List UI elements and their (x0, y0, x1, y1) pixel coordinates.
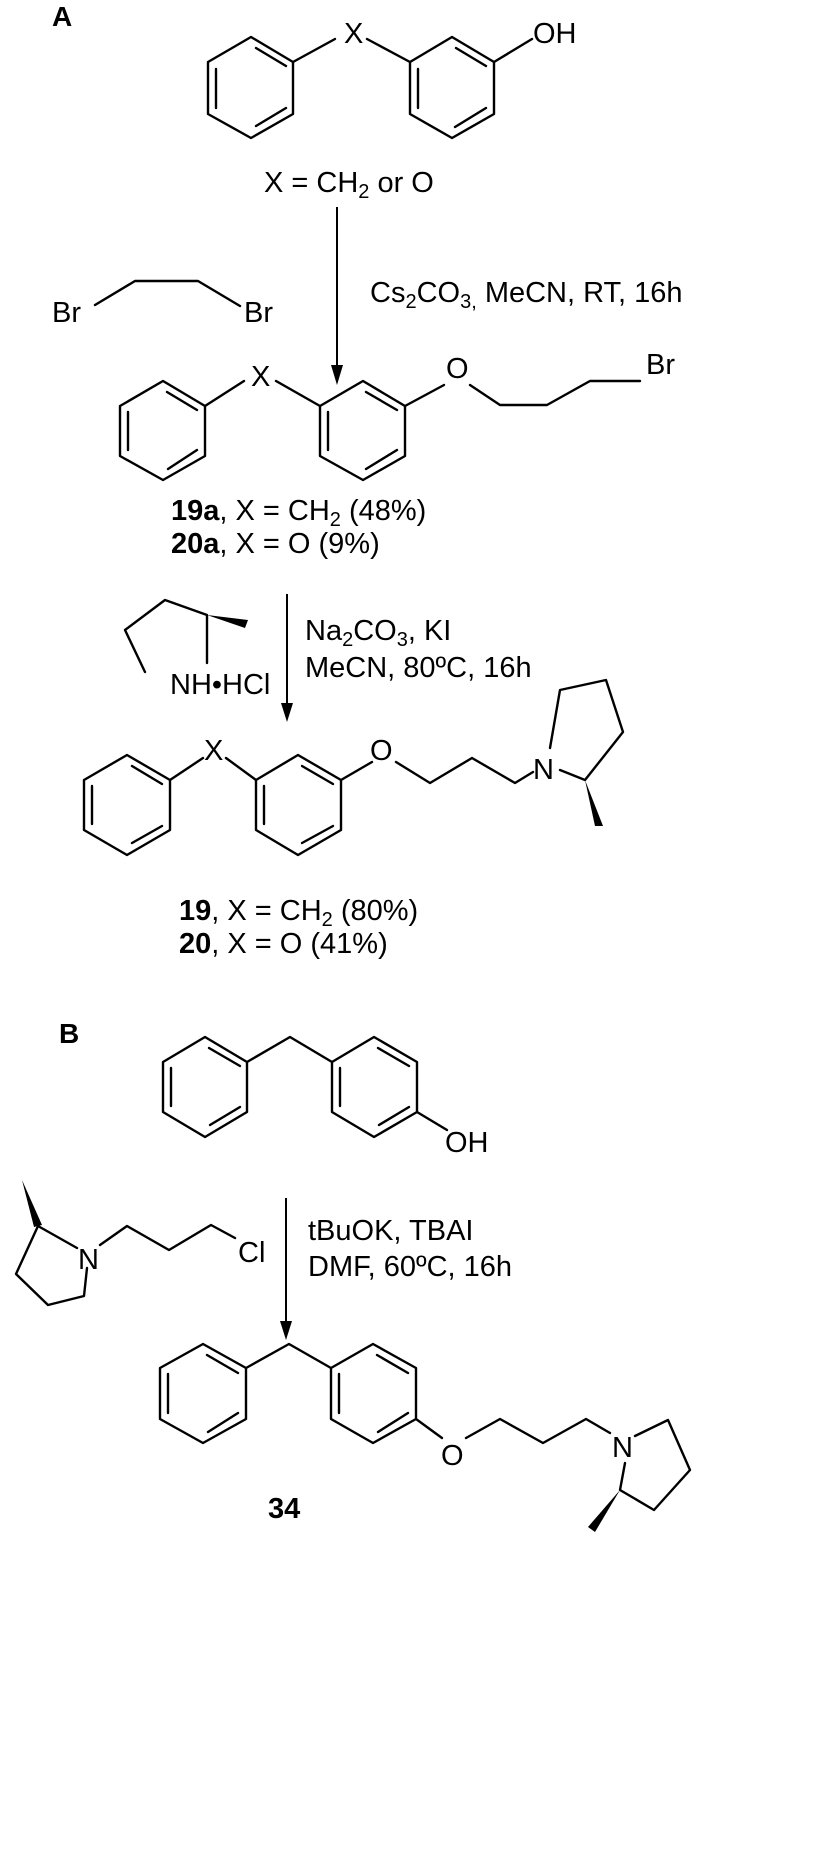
compound-20a-caption: 20a, X = O (9%) (171, 528, 380, 560)
n-atom-label: N (533, 754, 554, 786)
phenol-ring (408, 35, 496, 140)
aryl-ring (318, 379, 407, 482)
starting-material-a: X OH X = CH2 or O (206, 18, 577, 203)
compound-34-label: 34 (268, 1493, 300, 1525)
wedge-bond (22, 1180, 42, 1227)
o-atom-label: O (446, 353, 469, 385)
benzene-ring (118, 379, 207, 482)
reaction-arrow (281, 594, 293, 722)
wedge-bond (588, 1490, 620, 1532)
step1-conditions: Cs2CO3, MeCN, RT, 16h (370, 277, 683, 313)
compound-20-caption: 20, X = O (41%) (179, 928, 388, 960)
aryl-ring (254, 753, 343, 857)
x-atom-label: X (344, 18, 363, 50)
reaction-arrow (331, 207, 343, 385)
stepb-conditions-line2: DMF, 60ºC, 16h (308, 1251, 512, 1283)
benzene-ring (82, 753, 172, 857)
product-a: X O N (82, 678, 625, 857)
compound-19-caption: 19, X = CH2 (80%) (179, 895, 418, 931)
br-label: Br (52, 297, 81, 329)
x-atom-label: X (204, 735, 223, 767)
phenol-ring (330, 1035, 419, 1139)
reaction-arrow (280, 1198, 292, 1340)
benzene-ring (206, 35, 295, 140)
o-atom-label: O (370, 735, 393, 767)
amine-salt-label: NH•HCl (170, 669, 270, 701)
benzene-ring (161, 1035, 249, 1139)
start-caption: X = CH2 or O (264, 167, 434, 203)
wedge-bond (585, 780, 603, 826)
n-atom-label: N (612, 1432, 633, 1464)
panel-label-a: A (52, 1, 72, 32)
chloropropyl-pyrrolidine-reagent: N Cl (14, 1180, 265, 1307)
o-atom-label: O (441, 1440, 464, 1472)
panel-label-b: B (59, 1018, 79, 1049)
aryl-ring (329, 1342, 418, 1445)
benzene-ring (158, 1342, 248, 1445)
step2-conditions-line1: Na2CO3, KI (305, 615, 451, 651)
cl-label: Cl (238, 1237, 265, 1269)
x-atom-label: X (251, 361, 270, 393)
wedge-bond (207, 615, 248, 628)
br-label: Br (244, 297, 273, 329)
br-label: Br (646, 349, 675, 381)
methylpyrrolidine-reagent: NH•HCl (123, 598, 270, 701)
n-atom-label: N (78, 1244, 99, 1276)
compound-19a-caption: 19a, X = CH2 (48%) (171, 495, 426, 531)
product-34: O N (158, 1342, 692, 1532)
step2-conditions-line2: MeCN, 80ºC, 16h (305, 652, 532, 684)
oh-label: OH (445, 1127, 489, 1159)
intermediate-bromide: X O Br (118, 349, 675, 482)
starting-material-b: OH (161, 1035, 489, 1159)
dibromopropane-reagent: Br Br (52, 279, 273, 329)
oh-label: OH (533, 18, 577, 50)
stepb-conditions-line1: tBuOK, TBAI (308, 1215, 473, 1247)
